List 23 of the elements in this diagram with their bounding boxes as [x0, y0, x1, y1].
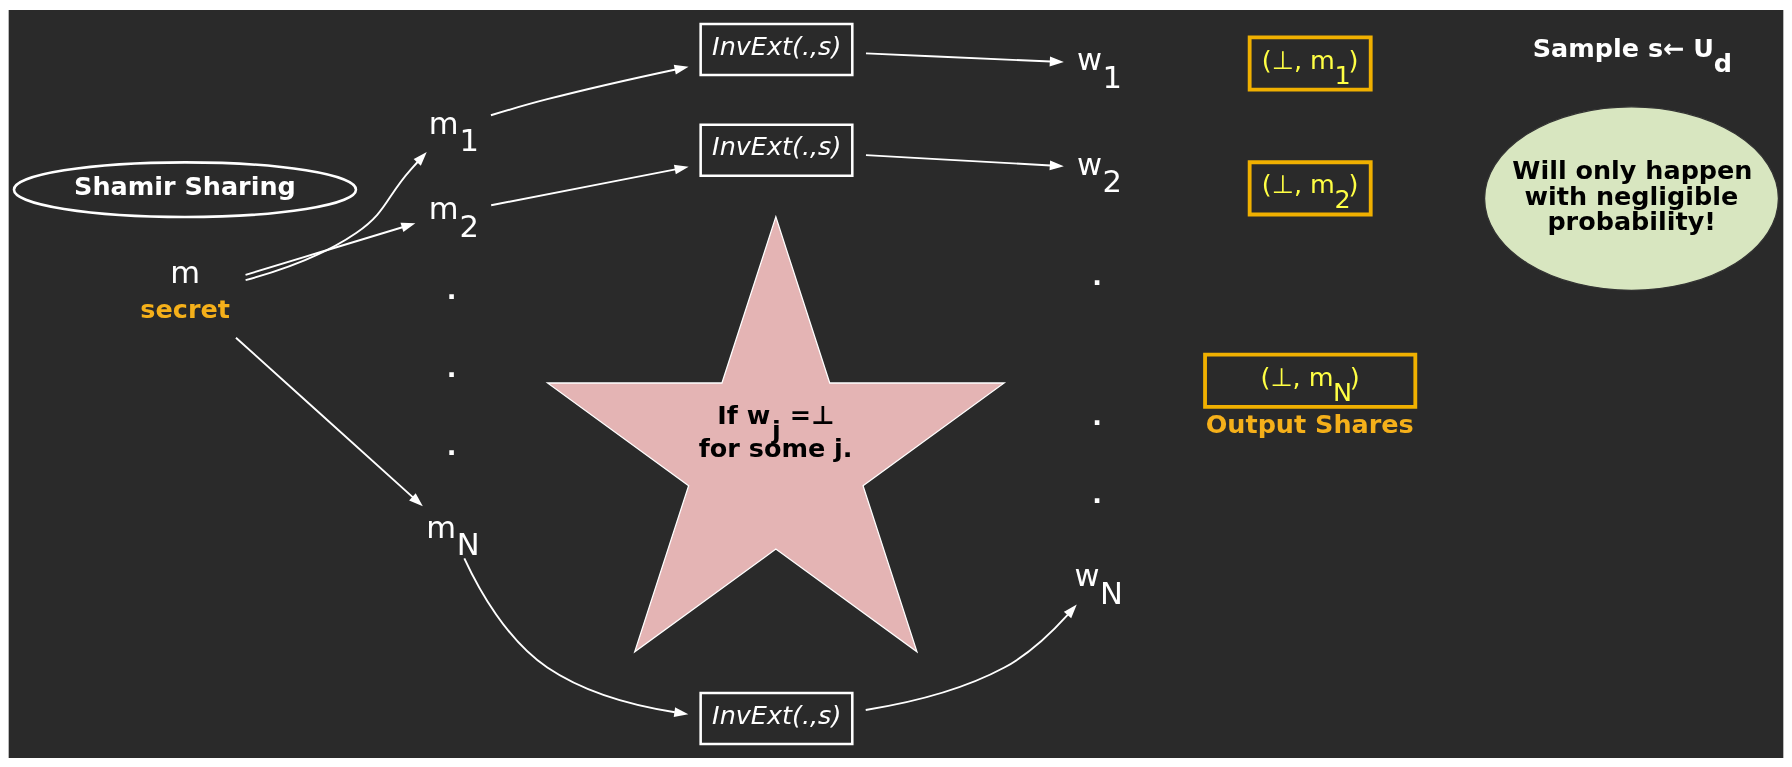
node-label: Output Shares: [1205, 408, 1414, 439]
node-box: InvExt(.,s): [699, 691, 854, 745]
arrow: [244, 222, 416, 276]
label: .: [446, 430, 457, 461]
arrow: [463, 556, 689, 717]
arrow: [864, 604, 1077, 711]
arrow: [865, 153, 1064, 170]
label: .: [1092, 400, 1102, 431]
arrow: [865, 51, 1064, 66]
arrow: [489, 64, 689, 116]
arrow: [244, 151, 427, 281]
label: .: [446, 352, 457, 383]
node-box: InvExt(.,s): [699, 122, 854, 177]
node-ellipse: Will only happen with negligible probability!: [1483, 105, 1780, 291]
node-box: InvExt(.,s): [699, 22, 854, 76]
node-ellipse: Shamir Sharing: [12, 160, 358, 218]
label: .: [446, 274, 457, 305]
node-text: m: [170, 254, 201, 290]
node-label: secret: [140, 293, 230, 324]
arrow: [235, 336, 423, 506]
arrow: [490, 164, 689, 206]
label: .: [1092, 478, 1102, 509]
label: .: [1092, 260, 1102, 291]
